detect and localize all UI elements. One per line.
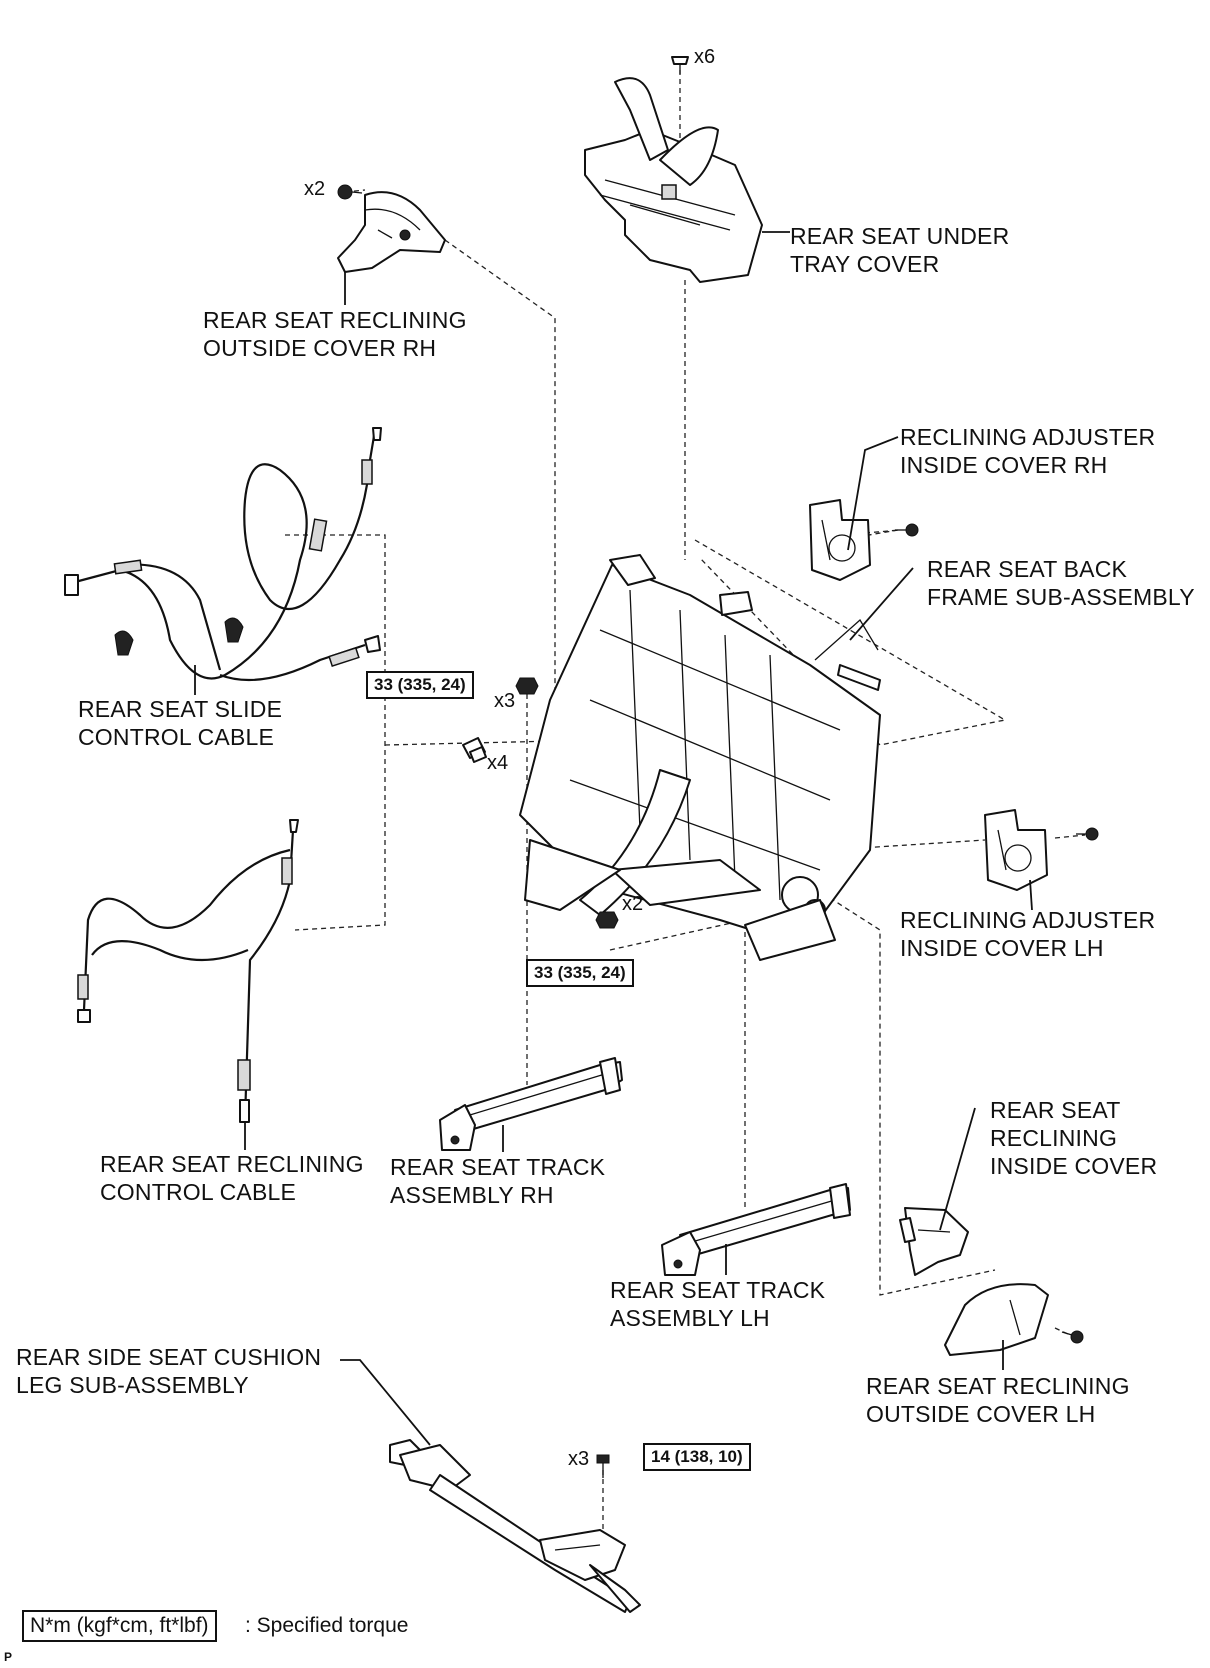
frame-clip-icon [462,737,487,763]
outside-cover-rh-part [337,191,446,273]
push-clip-icon [671,56,689,74]
track-assembly-lh-part [661,1183,851,1276]
adjuster-inside-cover-lh-part [984,809,1048,891]
frame-nuts-rh-qty: x3 [494,690,516,712]
screw-icon [895,523,919,537]
torque-spec-frame-rh: 33 (335, 24) [366,671,474,699]
adjuster-inside-cover-rh-part [809,499,871,581]
screw-icon [337,184,363,200]
screw-icon [1061,1330,1084,1344]
torque-spec-frame-lh: 33 (335, 24) [526,959,634,987]
outside-cover-rh-screws-qty: x2 [304,178,326,200]
corner-mark: P [4,1650,13,1664]
track-assembly-rh-part [439,1057,623,1151]
cushion-leg-part [389,1439,641,1613]
torque-legend-description: : Specified torque [245,1614,409,1637]
slide-control-cable-part [64,427,382,682]
torque-legend-unit: N*m (kgf*cm, ft*lbf) [22,1610,217,1642]
bolt-icon [596,1454,610,1478]
leader-lines [194,231,1033,1446]
under-tray-cover-part [584,77,763,283]
frame-nuts-lh-qty: x2 [622,893,644,915]
torque-spec-cushion-leg: 14 (138, 10) [643,1443,751,1471]
tray-clips-qty: x6 [694,46,716,68]
reclining-inside-cover-part [899,1207,969,1276]
nut-icon [515,677,619,929]
frame-clips-qty: x4 [487,752,509,774]
cable-clip-icon [114,617,244,656]
screw-icon [1076,827,1099,841]
reclining-outside-cover-lh-part [944,1283,1049,1356]
reclining-control-cable-part [77,819,299,1123]
cushion-leg-bolts-qty: x3 [568,1448,590,1470]
seat-back-frame-part [519,554,881,961]
